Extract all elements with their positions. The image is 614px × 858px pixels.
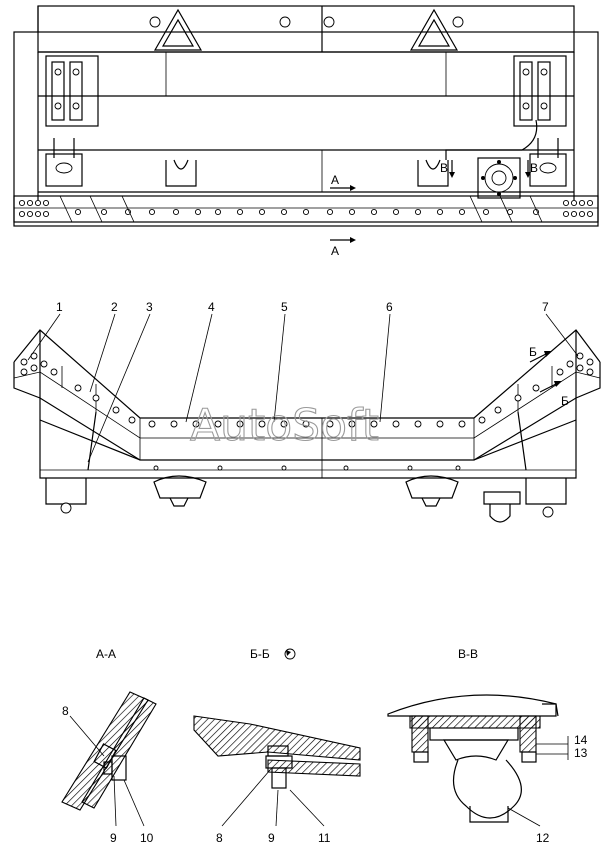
section-b-b-callout-11: 11	[318, 831, 331, 845]
top-wear-strip-holes	[18, 199, 594, 218]
marker-a-lower: А	[331, 244, 339, 258]
marker-v-left: В	[440, 161, 448, 175]
section-a-a-callout-10: 10	[140, 831, 154, 845]
section-b-b-title: Б-Б	[250, 647, 270, 661]
callout-6: 6	[386, 300, 393, 314]
section-b-b-callout-9: 9	[268, 831, 275, 845]
top-view: А А В В	[13, 5, 599, 258]
section-b-b: Б-Б 8 9 11	[193, 647, 361, 845]
section-b-b-callout-8: 8	[216, 831, 223, 845]
marker-b-upper: Б	[529, 345, 537, 359]
section-v-v-callout-12: 12	[536, 831, 550, 845]
section-v-v-callout-13: 13	[574, 746, 588, 760]
watermark: AutoSoft	[190, 400, 379, 451]
marker-b-lower: Б	[561, 394, 569, 408]
front-strip-holes	[20, 352, 594, 471]
callout-4: 4	[208, 300, 215, 314]
callout-7: 7	[542, 300, 549, 314]
callout-5: 5	[281, 300, 288, 314]
marker-v-right: В	[530, 161, 538, 175]
section-a-a-callout-8: 8	[62, 704, 69, 718]
callout-3: 3	[146, 300, 153, 314]
section-v-v-callout-14: 14	[574, 733, 588, 747]
front-view: Б Б 1 2 3 4 5 6 7	[13, 300, 601, 523]
section-a-a: А-А 8 9 10	[61, 647, 157, 845]
callout-2: 2	[111, 300, 118, 314]
section-v-v: В-В 14 13 12	[387, 647, 588, 845]
section-a-a-callout-9: 9	[110, 831, 117, 845]
section-v-v-title: В-В	[458, 647, 478, 661]
marker-a-upper: А	[331, 173, 339, 187]
callout-1: 1	[56, 300, 63, 314]
section-a-a-title: А-А	[96, 647, 116, 661]
